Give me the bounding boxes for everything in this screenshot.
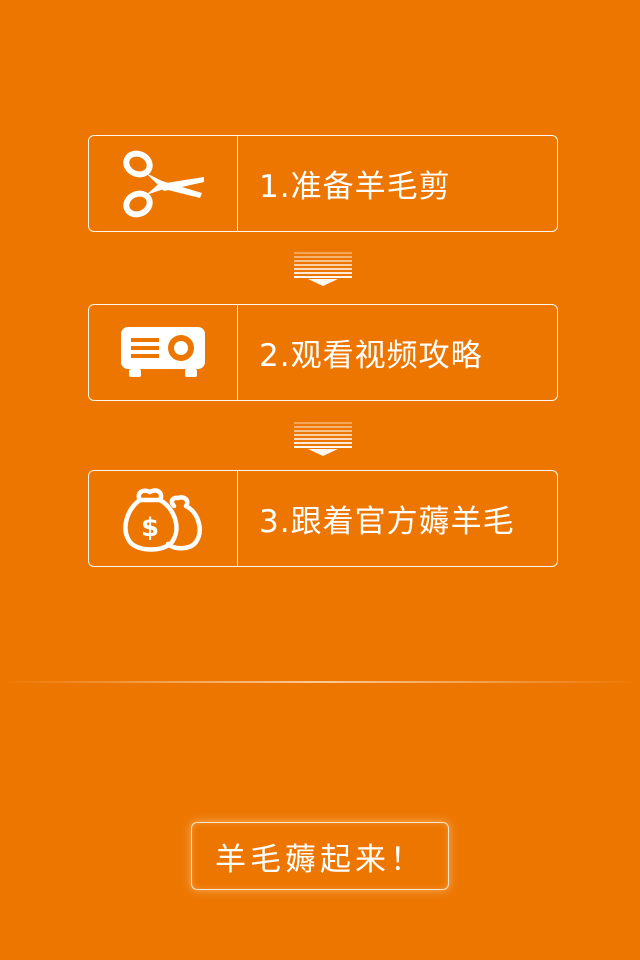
- step-label: 3.跟着官方薅羊毛: [259, 504, 515, 540]
- down-arrow-icon: [294, 252, 352, 286]
- step-card-follow-official: $ 3.跟着官方薅羊毛: [88, 470, 558, 567]
- scissors-icon: [123, 150, 204, 217]
- step-label: 1.准备羊毛剪: [259, 169, 451, 205]
- step-icon-cell: $: [89, 471, 238, 566]
- step-card-prepare-scissors: 1.准备羊毛剪: [88, 135, 558, 232]
- money-bags-icon: $: [123, 487, 202, 552]
- start-button[interactable]: 羊毛薅起来！: [191, 822, 449, 890]
- down-arrow-icon: [294, 422, 352, 456]
- step-icon-cell: [89, 136, 238, 231]
- divider-line: [0, 681, 640, 683]
- projector-icon: [121, 326, 205, 377]
- step-label: 2.观看视频攻略: [259, 338, 483, 374]
- step-card-watch-video: 2.观看视频攻略: [88, 304, 558, 401]
- step-icon-cell: [89, 305, 238, 400]
- svg-text:$: $: [141, 513, 159, 543]
